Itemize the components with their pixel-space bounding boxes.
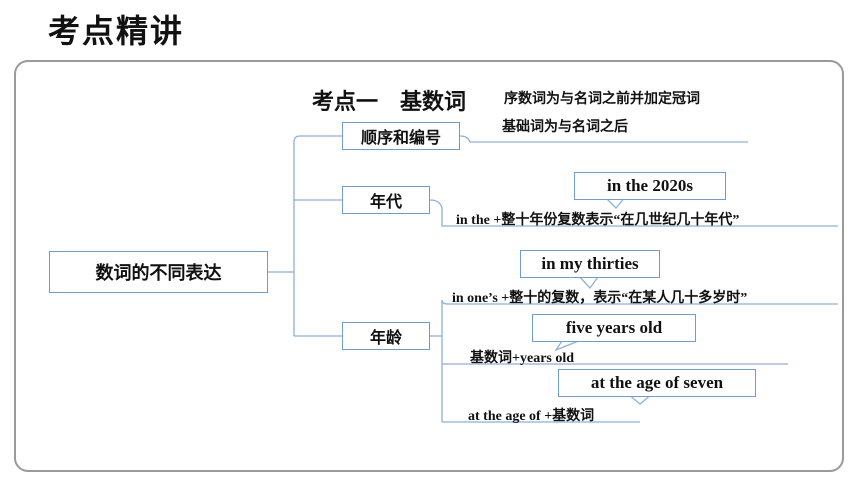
expression-age-3: at the age of +基数词 — [468, 409, 595, 424]
branch-node-order: 顺序和编号 — [342, 122, 460, 150]
callout-decade: in the 2020s — [574, 172, 726, 200]
expression-age-2: 基数词+years old — [470, 351, 575, 366]
content-panel — [14, 60, 844, 472]
page-title: 考点精讲 — [48, 12, 185, 50]
callout-age-2: five years old — [532, 314, 696, 342]
expression-decade: in the +整十年份复数表示“在几世纪几十年代” — [456, 213, 740, 228]
callout-age-3: at the age of seven — [558, 369, 756, 397]
branch-node-age: 年龄 — [342, 322, 430, 350]
section-heading: 考点一 基数词 — [312, 90, 467, 115]
branch-node-decade: 年代 — [342, 186, 430, 214]
expression-age-1: in one’s +整十的复数，表示“在某人几十多岁时” — [452, 291, 748, 306]
side-note-1: 序数词为与名词之前并加定冠词 — [504, 91, 700, 107]
callout-age-1: in my thirties — [520, 250, 660, 278]
root-node: 数词的不同表达 — [49, 251, 268, 293]
side-note-2: 基础词为与名词之后 — [502, 119, 628, 135]
